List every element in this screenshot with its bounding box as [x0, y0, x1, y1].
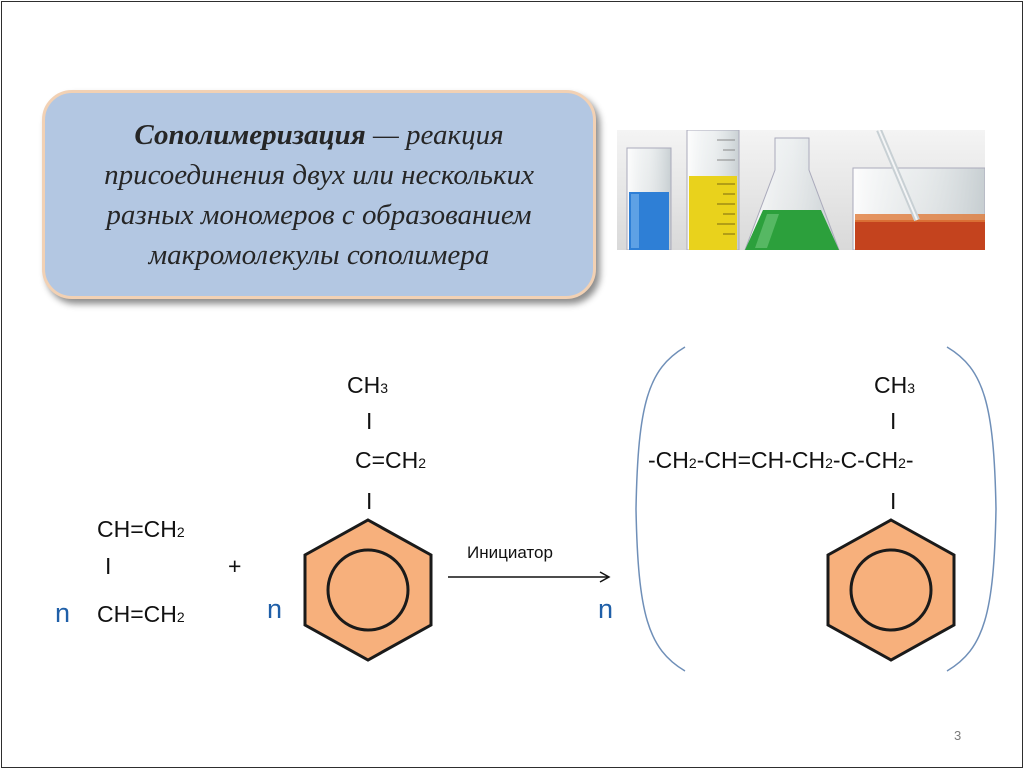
product-chain-sub: 2: [825, 455, 833, 471]
product-ch3-text: CH: [874, 372, 908, 398]
reaction-arrow-icon: [448, 571, 611, 583]
monomer2-vinyl-text: C=CH: [355, 447, 419, 473]
product-bond1: I: [890, 408, 897, 434]
monomer1-bottom: CH=CH2: [97, 600, 185, 631]
monomer2-bond1: I: [366, 408, 373, 434]
coefficient-n-2: n: [267, 594, 283, 624]
page-number: 3: [954, 728, 962, 743]
monomer1-bottom-sub: 2: [176, 609, 185, 625]
product-chain-part: -: [905, 447, 914, 473]
definition-term: Сополимеризация: [134, 118, 366, 151]
monomer2-vinyl: C=CH2: [355, 446, 426, 477]
definition-box: Сополимеризация — реакция присоединения …: [42, 90, 596, 299]
arrow-label: Инициатор: [467, 543, 553, 562]
coefficient-n-3: n: [598, 594, 614, 624]
monomer1-top: CH=CH2: [97, 515, 185, 546]
monomer2-bond2: I: [366, 488, 373, 514]
monomer2-ch3-text: CH: [347, 372, 381, 398]
lab-glassware-image: [617, 130, 985, 250]
product-chain-sub: 2: [898, 455, 906, 471]
product-ch3: CH3: [874, 371, 915, 402]
plus-sign: +: [228, 553, 242, 579]
definition-body: — реакция присоединения двух или несколь…: [104, 118, 534, 271]
product-chain: -CH2-CH=CH-CH2-C-CH2-: [648, 446, 914, 477]
product-chain-sub: 2: [688, 455, 697, 471]
product-chain-part: -CH: [648, 447, 689, 473]
product-bond2: I: [890, 488, 897, 514]
benzene-ring-icon: [826, 518, 956, 662]
monomer1-bottom-text: CH=CH: [97, 601, 177, 627]
monomer2-ch3-sub: 3: [380, 380, 389, 396]
benzene-ring-icon: [303, 518, 433, 662]
monomer1-bond: I: [105, 553, 112, 579]
definition-text: Сополимеризация — реакция присоединения …: [45, 115, 593, 275]
coefficient-n-1: n: [55, 598, 71, 628]
product-ch3-sub: 3: [907, 380, 916, 396]
product-chain-part: -CH=CH-CH: [696, 447, 826, 473]
product-chain-part: -C-CH: [832, 447, 899, 473]
left-bracket: [635, 346, 686, 672]
monomer1-top-text: CH=CH: [97, 516, 177, 542]
monomer2-vinyl-sub: 2: [418, 455, 427, 471]
monomer1-top-sub: 2: [176, 524, 185, 540]
monomer2-ch3: CH3: [347, 371, 388, 402]
right-bracket: [946, 346, 997, 672]
